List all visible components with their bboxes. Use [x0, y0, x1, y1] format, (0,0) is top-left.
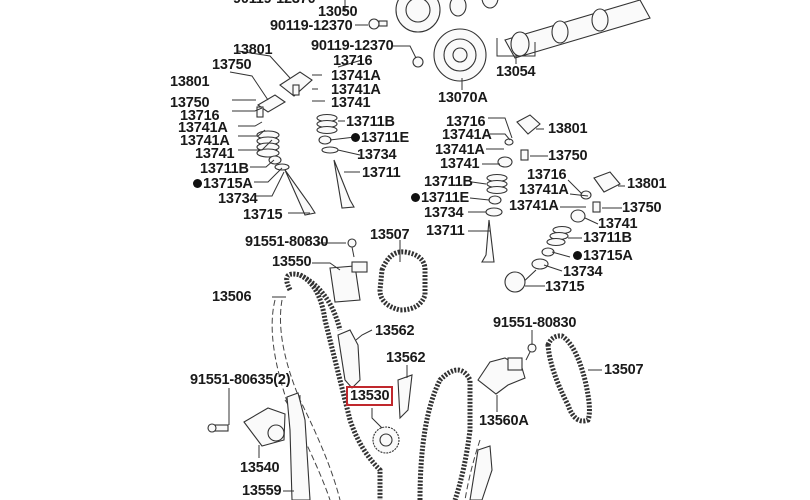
label-13540: 13540 [240, 460, 280, 476]
bolt-91551-80830-b [525, 343, 537, 361]
chain-guide-13562-a [337, 329, 361, 389]
label-13711E-a: 13711E [351, 130, 409, 146]
label-91551-80830-a: 91551-80830 [245, 234, 329, 250]
label-13054: 13054 [496, 64, 536, 80]
camshaft-gear-top [395, 0, 441, 33]
label-13750-c: 13750 [548, 148, 588, 164]
label-13559: 13559 [242, 483, 282, 499]
label-13741A-c: 13741A [178, 120, 228, 136]
label-13562-b: 13562 [386, 350, 426, 366]
label-13741-d: 13741 [598, 216, 638, 232]
label-13741A-g: 13741A [519, 182, 569, 198]
label-13050: 13050 [318, 4, 358, 20]
label-13716-a: 13716 [333, 53, 373, 69]
label-13716-d: 13716 [527, 167, 567, 183]
label-13560A: 13560A [479, 413, 529, 429]
label-13711B-d: 13711B [583, 230, 632, 246]
label-90119-12370-top: 90119-12370 [233, 0, 316, 7]
label-13711-b: 13711 [426, 223, 465, 239]
label-13506: 13506 [212, 289, 252, 305]
label-13715-a: 13715 [243, 207, 283, 223]
label-13734-c: 13734 [424, 205, 464, 221]
label-13741-b: 13741 [195, 146, 235, 162]
label-13741A-f: 13741A [435, 142, 485, 158]
label-13507-b: 13507 [604, 362, 644, 378]
label-13734-d: 13734 [563, 264, 603, 280]
label-13550: 13550 [272, 254, 312, 270]
label-13801-b: 13801 [170, 74, 210, 90]
tensioner-13560A [477, 357, 526, 395]
secondary-chain-right-13507 [545, 333, 592, 424]
label-13711-a: 13711 [362, 165, 401, 181]
label-13715-b: 13715 [545, 279, 585, 295]
label-13734-b: 13734 [357, 147, 397, 163]
label-13801-a: 13801 [233, 42, 273, 58]
label-13801-c: 13801 [548, 121, 588, 137]
label-91551-80635: 91551-80635(2) [190, 372, 291, 388]
bolt-91551-80830-a [347, 238, 357, 258]
valve-spring-left-1 [256, 130, 316, 216]
label-13562-a: 13562 [375, 323, 415, 339]
label-91551-80830-b: 91551-80830 [493, 315, 577, 331]
left-leader-lines [229, 50, 363, 214]
secondary-chain-left-13507 [377, 249, 428, 313]
label-13750-a: 13750 [212, 57, 252, 73]
label-13530-highlighted[interactable]: 13530 [346, 386, 394, 406]
label-90119-12370-b: 90119-12370 [311, 38, 394, 54]
timing-chain-13506 [284, 271, 473, 500]
label-13741A-a: 13741A [331, 68, 381, 84]
label-90119-12370-a: 90119-12370 [270, 18, 353, 34]
label-13741-a: 13741 [331, 95, 371, 111]
label-13507-a: 13507 [370, 227, 410, 243]
bolt-91551-80635 [207, 423, 229, 433]
label-13716-b: 13716 [180, 108, 220, 124]
valve-stack-right [504, 171, 625, 293]
label-13070A: 13070A [438, 90, 488, 106]
label-13750-d: 13750 [622, 200, 662, 216]
label-13715A-a: 13715A [193, 176, 253, 192]
label-13716-c: 13716 [446, 114, 486, 130]
label-13741A-d: 13741A [180, 133, 230, 149]
chain-guide-13562-b [397, 374, 413, 420]
label-13734-a: 13734 [218, 191, 258, 207]
label-13715A-b: 13715A [573, 248, 633, 264]
tensioner-13540 [243, 407, 286, 447]
vvt-gear-13070A [433, 28, 487, 82]
rocker-arm-left [256, 71, 313, 118]
label-13741A-b: 13741A [331, 82, 381, 98]
chain-guide-bottom-right [469, 445, 493, 500]
camshaft-13054 [449, 0, 651, 59]
valve-stack-middle [468, 114, 548, 263]
bolt-90119-12370 [368, 18, 424, 68]
label-13711B-c: 13711B [424, 174, 473, 190]
label-13711E-b: 13711E [411, 190, 469, 206]
label-13711B-b: 13711B [346, 114, 395, 130]
label-13711B-a: 13711B [200, 161, 249, 177]
label-13801-d: 13801 [627, 176, 667, 192]
crank-sprocket-13530 [372, 426, 400, 454]
label-13750-b: 13750 [170, 95, 210, 111]
label-13741A-e: 13741A [442, 127, 492, 143]
label-13741-c: 13741 [440, 156, 480, 172]
tensioner-13550 [329, 261, 368, 303]
chain-slipper-13559 [286, 392, 311, 500]
label-13741A-h: 13741A [509, 198, 559, 214]
valve-spring-left-2 [316, 113, 355, 209]
